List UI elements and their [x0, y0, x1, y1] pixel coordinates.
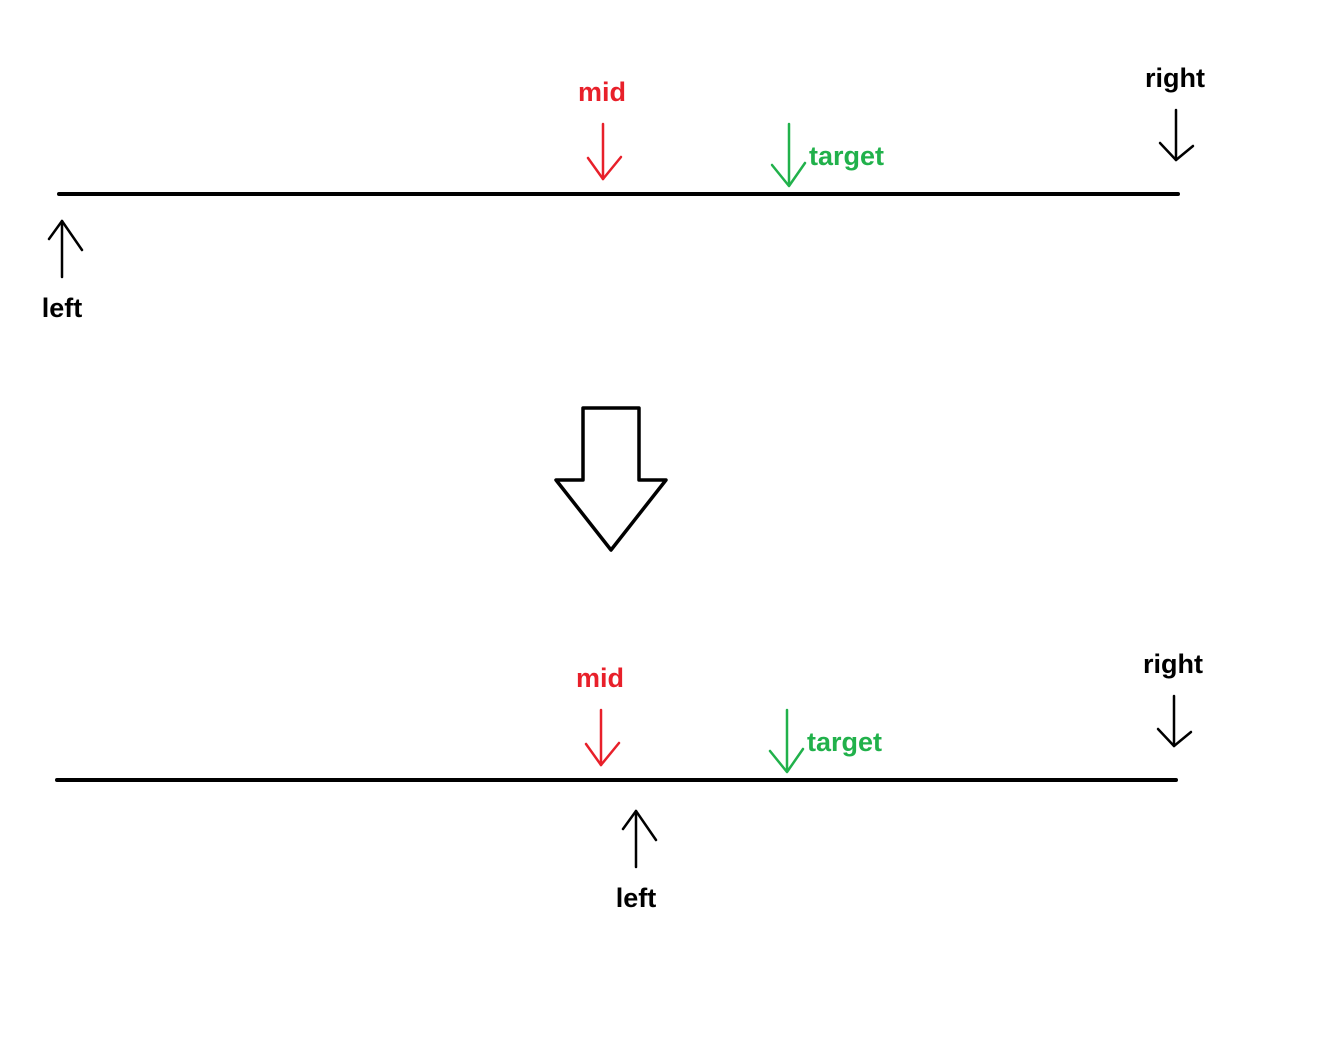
after-state: mid target right left — [55, 649, 1203, 913]
left-label: left — [616, 883, 657, 913]
right-label: right — [1143, 649, 1203, 679]
before-state: mid target right left — [42, 63, 1205, 323]
target-pointer-icon — [770, 122, 807, 188]
hollow-down-arrow-icon — [554, 406, 668, 552]
left-pointer-icon — [621, 809, 658, 869]
mid-pointer-icon — [586, 122, 623, 181]
mid-pointer-icon — [584, 708, 621, 767]
mid-label: mid — [576, 663, 624, 693]
left-pointer-icon — [47, 219, 84, 279]
mid-label: mid — [578, 77, 626, 107]
right-pointer-icon — [1158, 108, 1195, 162]
target-pointer-icon — [768, 708, 805, 774]
target-label: target — [809, 141, 884, 171]
left-label: left — [42, 293, 83, 323]
right-pointer-icon — [1156, 694, 1193, 748]
target-label: target — [807, 727, 882, 757]
right-label: right — [1145, 63, 1205, 93]
